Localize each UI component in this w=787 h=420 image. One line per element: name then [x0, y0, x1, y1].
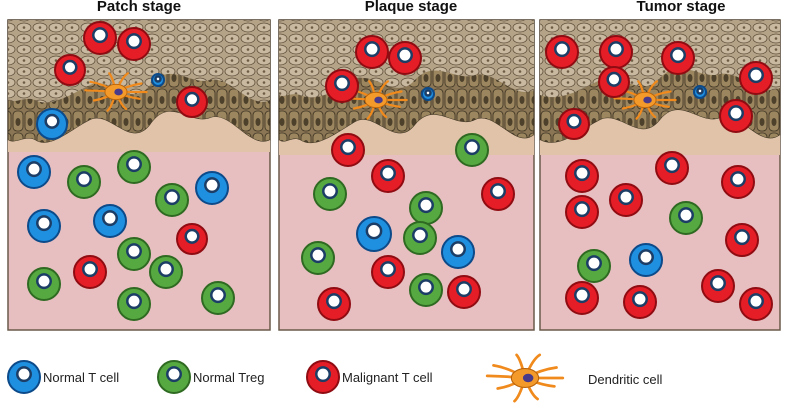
normal-treg-cell	[409, 191, 443, 225]
malignant-t-cell	[545, 35, 579, 69]
malignant-t-cell	[355, 35, 389, 69]
malignant-t-cell	[73, 255, 107, 289]
panel-patch	[7, 19, 271, 331]
legend-label-normal-t: Normal T cell	[43, 370, 120, 385]
normal-treg-cell	[155, 183, 189, 217]
malignant-t-cell	[481, 177, 515, 211]
normal-treg-cell	[577, 249, 611, 283]
normal-t-cell	[151, 73, 165, 87]
malignant-t-cell	[739, 287, 773, 321]
malignant-t-cell	[725, 223, 759, 257]
malignant-t-cell	[83, 21, 117, 55]
dendritic-cell	[84, 72, 148, 112]
normal-treg-cell	[301, 241, 335, 275]
malignant-t-cell	[558, 108, 590, 140]
legend-normal-treg-icon	[157, 360, 191, 394]
normal-t-cell	[27, 209, 61, 243]
legend-label-malignant-t: Malignant T cell	[342, 370, 433, 385]
normal-t-cell	[93, 204, 127, 238]
title-patch-stage: Patch stage	[96, 0, 182, 15]
normal-treg-cell	[27, 267, 61, 301]
legend-label-dendritic: Dendritic cell	[588, 372, 663, 387]
normal-treg-cell	[117, 150, 151, 184]
dendritic-cell	[613, 80, 677, 120]
malignant-t-cell	[176, 223, 208, 255]
basement-membrane	[8, 111, 270, 152]
title-tumor-stage: Tumor stage	[636, 0, 726, 15]
normal-treg-cell	[403, 221, 437, 255]
malignant-t-cell	[325, 69, 359, 103]
malignant-t-cell	[623, 285, 657, 319]
legend-normal-t-icon	[7, 360, 41, 394]
malignant-t-cell	[565, 281, 599, 315]
malignant-t-cell	[655, 151, 689, 185]
normal-treg-cell	[201, 281, 235, 315]
malignant-t-cell	[719, 99, 753, 133]
normal-treg-cell	[67, 165, 101, 199]
normal-treg-cell	[455, 133, 489, 167]
malignant-t-cell	[565, 195, 599, 229]
normal-t-cell	[36, 108, 68, 140]
malignant-t-cell	[447, 275, 481, 309]
malignant-t-cell	[565, 159, 599, 193]
malignant-t-cell	[661, 41, 695, 75]
legend-dendritic-icon	[485, 353, 565, 403]
malignant-t-cell	[609, 183, 643, 217]
malignant-t-cell	[176, 86, 208, 118]
malignant-t-cell	[117, 27, 151, 61]
normal-t-cell	[441, 235, 475, 269]
title-plaque-stage: Plaque stage	[364, 0, 458, 15]
legend-label-normal-treg: Normal Treg	[193, 370, 265, 385]
normal-t-cell	[421, 87, 435, 101]
normal-t-cell	[17, 155, 51, 189]
malignant-t-cell	[54, 54, 86, 86]
normal-t-cell	[693, 85, 707, 99]
malignant-t-cell	[701, 269, 735, 303]
normal-t-cell	[629, 243, 663, 277]
normal-treg-cell	[669, 201, 703, 235]
normal-t-cell	[356, 216, 392, 252]
malignant-t-cell	[371, 159, 405, 193]
normal-t-cell	[195, 171, 229, 205]
legend-malignant-t-icon	[306, 360, 340, 394]
malignant-t-cell	[739, 61, 773, 95]
malignant-t-cell	[371, 255, 405, 289]
malignant-t-cell	[599, 35, 633, 69]
malignant-t-cell	[331, 133, 365, 167]
normal-treg-cell	[313, 177, 347, 211]
malignant-t-cell	[388, 41, 422, 75]
malignant-t-cell	[721, 165, 755, 199]
malignant-t-cell	[598, 66, 630, 98]
malignant-t-cell	[317, 287, 351, 321]
normal-treg-cell	[409, 273, 443, 307]
normal-treg-cell	[117, 287, 151, 321]
normal-treg-cell	[149, 255, 183, 289]
normal-treg-cell	[117, 237, 151, 271]
